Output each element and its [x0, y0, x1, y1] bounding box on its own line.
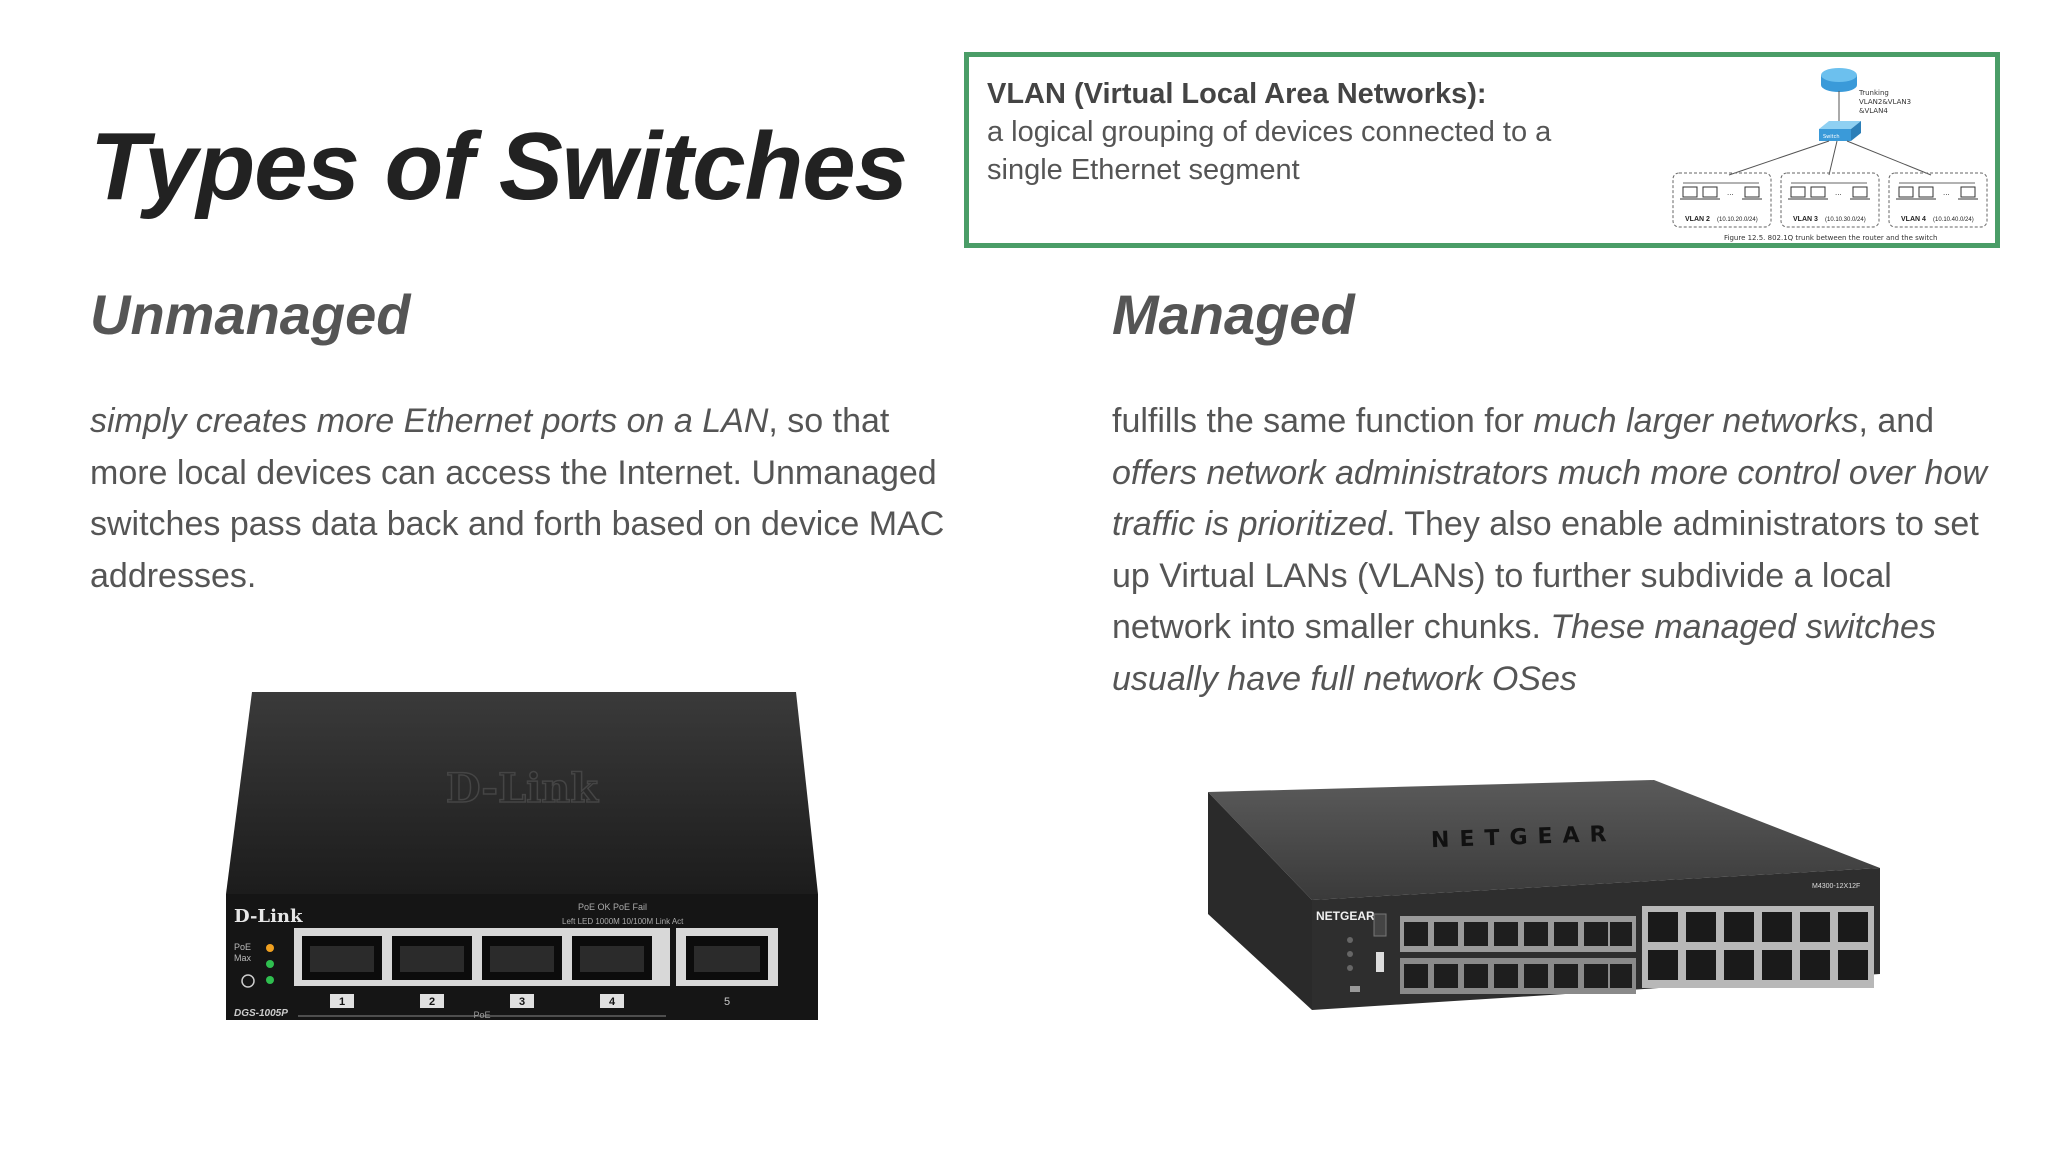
vlan-subnet: (10.10.20.0/24) — [1717, 217, 1758, 223]
managed-description: fulfills the same function for much larg… — [1112, 396, 1992, 705]
dlink-legend-1: PoE OK PoE Fail — [578, 902, 647, 912]
trunk-label-2: VLAN2&VLAN3 — [1859, 98, 1911, 106]
vlan-group: ... VLAN 4 (10.10.40.0/24) — [1888, 172, 1988, 228]
diagram-caption: Figure 12.5. 802.1Q trunk between the ro… — [1724, 234, 1937, 242]
port-number: 5 — [724, 996, 730, 1008]
power-icon — [241, 974, 255, 988]
unmanaged-description: simply creates more Ethernet ports on a … — [90, 396, 970, 602]
port-number: 2 — [429, 996, 435, 1008]
router-icon — [1821, 68, 1857, 92]
managed-text: fulfills the same function for — [1112, 402, 1534, 440]
page-title: Types of Switches — [90, 113, 908, 220]
vlan-callout-text: VLAN (Virtual Local Area Networks): a lo… — [987, 75, 1627, 189]
switch-icon — [1819, 121, 1861, 141]
vlan-subnet: (10.10.30.0/24) — [1825, 217, 1866, 223]
trunk-label-3: &VLAN4 — [1859, 107, 1888, 115]
vlan-term: VLAN (Virtual Local Area Networks): — [987, 78, 1487, 110]
trunk-label-1: Trunking — [1858, 89, 1889, 97]
dlink-poe-label: PoE — [473, 1010, 490, 1020]
led-indicator — [266, 944, 274, 952]
vlan-name: VLAN 3 — [1793, 216, 1818, 223]
rj45-ports — [1642, 906, 1874, 988]
unmanaged-italic-text: simply creates more Ethernet ports on a … — [90, 402, 769, 440]
dlink-top-logo: D-Link — [446, 765, 599, 812]
managed-italic-text: much larger networks — [1533, 402, 1859, 440]
dlink-front-logo: D-Link — [234, 906, 303, 927]
vlan-diagram: Trunking VLAN2&VLAN3 &VLAN4 Switch ... V… — [1672, 68, 1988, 242]
dlink-led-label-1: PoE — [234, 942, 251, 952]
vlan-name: VLAN 2 — [1685, 216, 1710, 223]
led-indicator — [266, 976, 274, 984]
led-indicator — [266, 960, 274, 968]
dlink-led-label-2: Max — [234, 953, 252, 963]
dlink-model: DGS-1005P — [234, 1008, 288, 1019]
port-number: 1 — [339, 996, 345, 1008]
sfp-ports — [1400, 916, 1636, 994]
managed-italic-text: These managed switches usually have full… — [1112, 608, 1936, 698]
netgear-switch-image: NETGEAR NETGEAR M4300-12X12F — [1208, 780, 1880, 1010]
managed-italic-text: offers network administrators much more … — [1112, 453, 1987, 544]
vlan-group: ... VLAN 2 (10.10.20.0/24) — [1672, 172, 1772, 228]
dlink-switch-image: D-Link D-Link PoE OK PoE Fail Left LED 1… — [226, 692, 818, 1020]
svg-text:...: ... — [1943, 188, 1950, 197]
vlan-definition: a logical grouping of devices connected … — [987, 116, 1552, 186]
svg-text:...: ... — [1727, 188, 1734, 197]
managed-text: . They also enable administrators to set… — [1112, 505, 1979, 646]
svg-text:...: ... — [1835, 188, 1842, 197]
netgear-front-logo: NETGEAR — [1316, 909, 1375, 923]
dlink-legend-2: Left LED 1000M 10/100M Link Act — [562, 917, 684, 926]
port-number: 4 — [609, 996, 616, 1008]
managed-heading: Managed — [1112, 283, 1355, 346]
vlan-group: ... VLAN 3 (10.10.30.0/24) — [1780, 172, 1880, 228]
netgear-model: M4300-12X12F — [1812, 883, 1860, 890]
unmanaged-heading: Unmanaged — [90, 283, 411, 346]
switch-label: Switch — [1823, 134, 1840, 140]
vlan-subnet: (10.10.40.0/24) — [1933, 217, 1974, 223]
port-number: 3 — [519, 996, 525, 1008]
managed-text: , and — [1858, 402, 1935, 440]
vlan-name: VLAN 4 — [1901, 216, 1926, 223]
unmanaged-text: , so that more local devices can access … — [90, 402, 945, 595]
vlan-callout: VLAN (Virtual Local Area Networks): a lo… — [964, 52, 2000, 248]
